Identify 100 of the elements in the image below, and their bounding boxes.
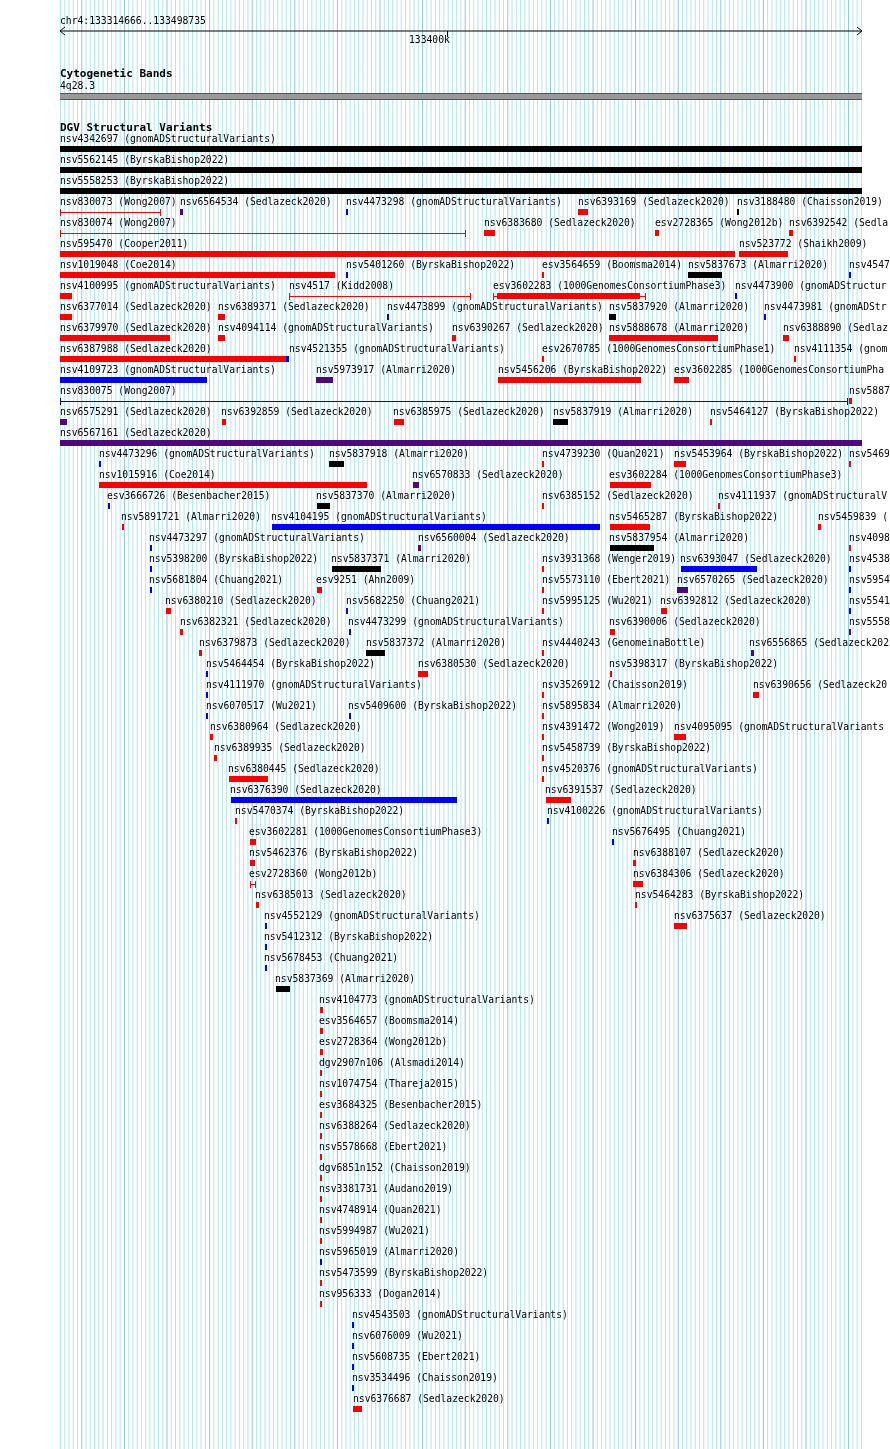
variant-label: dgv2907n106 (Alsmadi2014) (319, 1057, 465, 1069)
variant-label: esv3602285 (1000GenomesConsortiumPha (674, 364, 884, 376)
variant-label: esv2728364 (Wong2012b) (319, 1036, 448, 1048)
variant-label: nsv4109723 (gnomADStructuralVariants) (60, 364, 276, 376)
variant-label: nsv5973917 (Almarri2020) (316, 364, 456, 376)
variant-label: nsv6385013 (Sedlazeck2020) (255, 889, 407, 901)
variant-label: nsv5837372 (Almarri2020) (366, 637, 506, 649)
variant-label: nsv5837369 (Almarri2020) (275, 973, 415, 985)
variant-label: nsv4473298 (gnomADStructuralVariants) (346, 196, 562, 208)
variant-label: nsv6385975 (Sedlazeck2020) (393, 406, 545, 418)
variant-label: nsv6376390 (Sedlazeck2020) (230, 784, 382, 796)
variant-label: nsv4543503 (gnomADStructuralVariants) (352, 1309, 568, 1321)
variant-label: nsv5837371 (Almarri2020) (331, 553, 471, 565)
variant-label: nsv5995125 (Wu2021) (542, 595, 653, 607)
variant-label: nsv5837673 (Almarri2020) (688, 259, 828, 271)
variant-label: nsv4104773 (gnomADStructuralVariants) (319, 994, 535, 1006)
variant-label: nsv6385152 (Sedlazeck2020) (542, 490, 694, 502)
variant-label: nsv5578668 (Ebert2021) (319, 1141, 448, 1153)
variant-label: nsv6392542 (Sedla (789, 217, 889, 229)
variant-label: nsv6076009 (Wu2021) (352, 1330, 463, 1342)
variant-label: nsv5541 (849, 595, 890, 607)
variant-label: nsv4473900 (gnomADStructur (735, 280, 887, 292)
variant-label: nsv5459839 ( (818, 511, 888, 523)
variant-label: nsv6390006 (Sedlazeck2020) (609, 616, 761, 628)
variant-label: nsv830075 (Wong2007) (60, 385, 177, 397)
variant-label: nsv6575291 (Sedlazeck2020) (60, 406, 212, 418)
variant-label: nsv3188480 (Chaisson2019) (737, 196, 883, 208)
variant-label: nsv6379970 (Sedlazeck2020) (60, 322, 212, 334)
variant-label: nsv4111937 (gnomADStructuralV (718, 490, 888, 502)
variant-label: nsv4748914 (Quan2021) (319, 1204, 442, 1216)
variant-label: nsv4098 (849, 532, 890, 544)
variant-label: nsv5891721 (Almarri2020) (121, 511, 261, 523)
variant-label: nsv6392859 (Sedlazeck2020) (221, 406, 373, 418)
variant-label: nsv6389371 (Sedlazeck2020) (218, 301, 370, 313)
variant-label: nsv4111354 (gnom (794, 343, 888, 355)
variant-label: esv3602281 (1000GenomesConsortiumPhase3) (249, 826, 483, 838)
variant-label: esv3684325 (Besenbacher2015) (319, 1099, 483, 1111)
track-title: Cytogenetic Bands (60, 68, 173, 80)
cytoband-label: 4q28.3 (60, 80, 95, 92)
variant-label: nsv6070517 (Wu2021) (206, 700, 317, 712)
variant-label: nsv4473299 (gnomADStructuralVariants) (348, 616, 564, 628)
variant-label: nsv6388890 (Sedlaz (783, 322, 888, 334)
variant-label: nsv5682250 (Chuang2021) (346, 595, 481, 607)
variant-label: nsv1074754 (Thareja2015) (319, 1078, 459, 1090)
variant-label: nsv4104195 (gnomADStructuralVariants) (271, 511, 487, 523)
variant-label: nsv5453964 (ByrskaBishop2022) (674, 448, 844, 460)
variant-label: nsv4095095 (gnomADStructuralVariants (674, 721, 884, 733)
variant-label: nsv5473599 (ByrskaBishop2022) (319, 1267, 489, 1279)
variant-label: nsv5837918 (Almarri2020) (329, 448, 469, 460)
variant-label: nsv3526912 (Chaisson2019) (542, 679, 688, 691)
variant-label: nsv4100226 (gnomADStructuralVariants) (547, 805, 763, 817)
variant-label: nsv6380445 (Sedlazeck2020) (228, 763, 380, 775)
variant-label: nsv6377014 (Sedlazeck2020) (60, 301, 212, 313)
variant-label: nsv3534496 (Chaisson2019) (352, 1372, 498, 1384)
variant-label: nsv4552129 (gnomADStructuralVariants) (264, 910, 480, 922)
track-title: DGV Structural Variants (60, 122, 213, 134)
variant-label: nsv3931368 (Wenger2019) (542, 553, 677, 565)
variant-label: dgv6851n152 (Chaisson2019) (319, 1162, 471, 1174)
variant-label: nsv5398200 (ByrskaBishop2022) (149, 553, 319, 565)
variant-label: nsv6560004 (Sedlazeck2020) (418, 532, 570, 544)
variant-label: nsv5462376 (ByrskaBishop2022) (249, 847, 419, 859)
variant-label: nsv6387988 (Sedlazeck2020) (60, 343, 212, 355)
variant-label: nsv6390656 (Sedlazeck20 (753, 679, 888, 691)
variant-label: esv3602283 (1000GenomesConsortiumPhase3) (493, 280, 727, 292)
variant-label: nsv523772 (Shaikh2009) (739, 238, 868, 250)
variant-label: nsv5562145 (ByrskaBishop2022) (60, 154, 230, 166)
variant-label: nsv4094114 (gnomADStructuralVariants) (218, 322, 434, 334)
variant-label: nsv5994987 (Wu2021) (319, 1225, 430, 1237)
variant-label: nsv6393047 (Sedlazeck2020) (680, 553, 832, 565)
variant-label: nsv5464127 (ByrskaBishop2022) (710, 406, 880, 418)
variant-label: nsv4440243 (GenomeinaBottle) (542, 637, 706, 649)
variant-label: nsv5837370 (Almarri2020) (316, 490, 456, 502)
variant-label: nsv4547 (849, 259, 890, 271)
variant-label: nsv830073 (Wong2007) (60, 196, 177, 208)
variant-label: nsv4391472 (Wong2019) (542, 721, 665, 733)
variant-label: nsv1015916 (Coe2014) (99, 469, 216, 481)
variant-label: nsv5895834 (Almarri2020) (542, 700, 682, 712)
variant-label: nsv6570833 (Sedlazeck2020) (412, 469, 564, 481)
variant-label: nsv5456206 (ByrskaBishop2022) (498, 364, 668, 376)
variant-label: nsv5558253 (ByrskaBishop2022) (60, 175, 230, 187)
variant-label: nsv5412312 (ByrskaBishop2022) (264, 931, 434, 943)
variant-label: esv3602284 (1000GenomesConsortiumPhase3) (609, 469, 843, 481)
variant-label: nsv4473899 (gnomADStructuralVariants) (387, 301, 603, 313)
variant-label: nsv5401260 (ByrskaBishop2022) (346, 259, 516, 271)
variant-label: nsv5398317 (ByrskaBishop2022) (609, 658, 779, 670)
variant-label: nsv1019048 (Coe2014) (60, 259, 177, 271)
variant-label: nsv6392812 (Sedlazeck2020) (660, 595, 812, 607)
variant-label: nsv6376687 (Sedlazeck2020) (353, 1393, 505, 1405)
variant-label: nsv4521355 (gnomADStructuralVariants) (289, 343, 505, 355)
variant-label: nsv5464283 (ByrskaBishop2022) (635, 889, 805, 901)
variant-label: nsv5678453 (Chuang2021) (264, 952, 399, 964)
variant-label: nsv4111970 (gnomADStructuralVariants) (206, 679, 422, 691)
variant-label: nsv6570265 (Sedlazeck2020) (677, 574, 829, 586)
variant-label: nsv6564534 (Sedlazeck2020) (180, 196, 332, 208)
variant-label: nsv4473296 (gnomADStructuralVariants) (99, 448, 315, 460)
variant-label: nsv5458739 (ByrskaBishop2022) (542, 742, 712, 754)
variant-label: esv3564657 (Boomsma2014) (319, 1015, 459, 1027)
variant-label: nsv5465287 (ByrskaBishop2022) (609, 511, 779, 523)
variant-label: esv2670785 (1000GenomesConsortiumPhase1) (542, 343, 776, 355)
variant-label: nsv5954 (849, 574, 890, 586)
